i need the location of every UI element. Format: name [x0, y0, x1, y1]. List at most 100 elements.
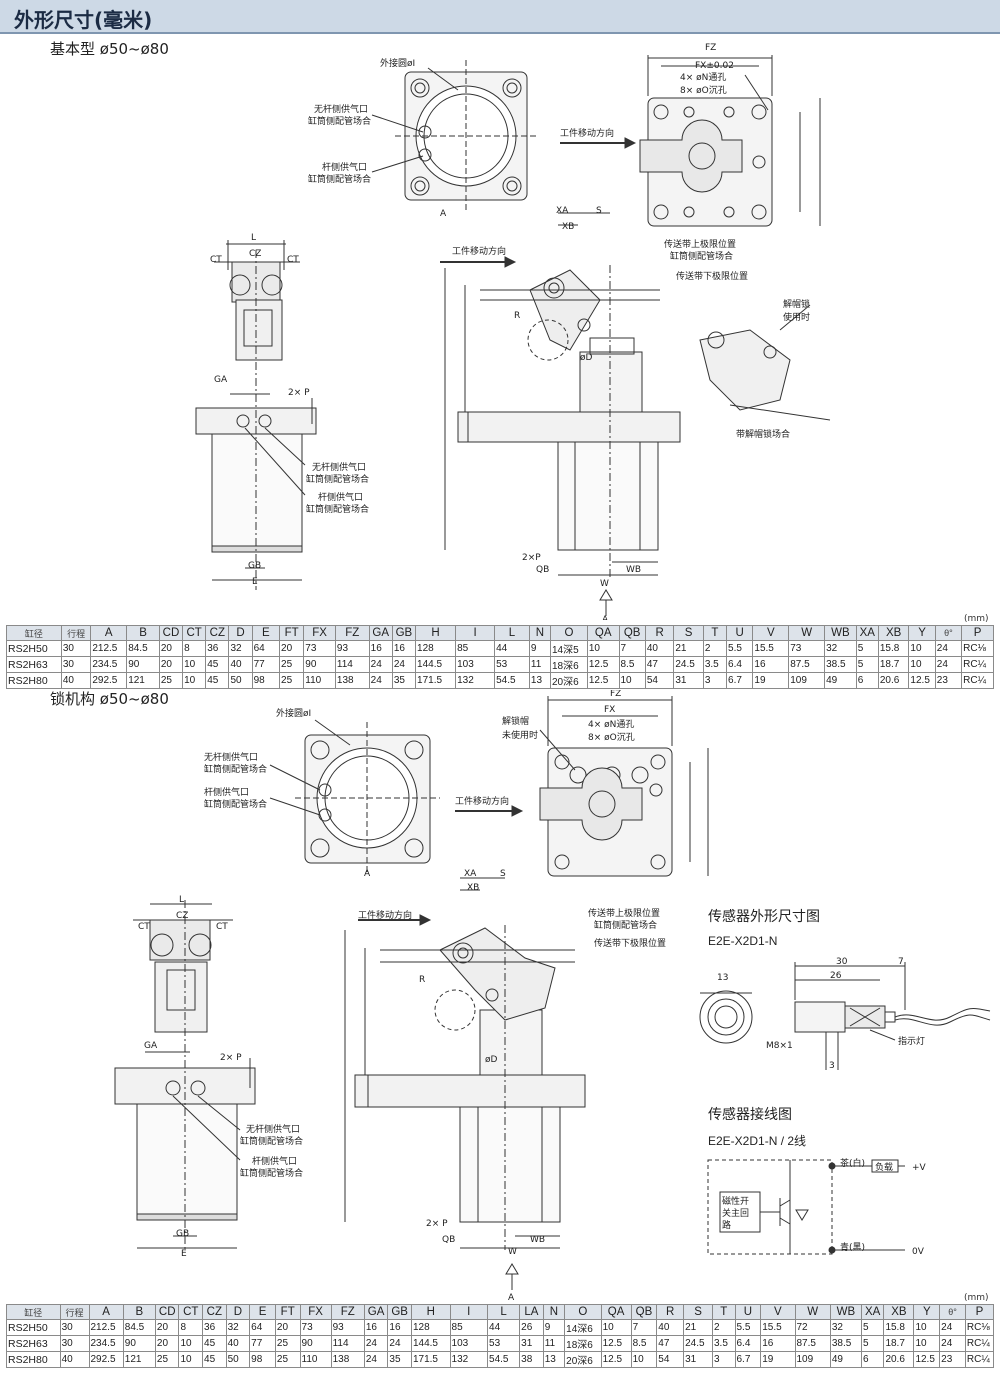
dim2-ga: GA	[144, 1041, 158, 1051]
table-cell: 49	[824, 672, 857, 689]
column-header: R	[644, 625, 675, 641]
column-header: H	[415, 625, 457, 641]
table-cell: 292.5	[88, 1351, 124, 1368]
label2-port-rod-sub-3: 缸筒侧配管场合	[240, 1167, 303, 1179]
label-outer-circle: 外接圆øI	[380, 57, 415, 69]
table-cell: 35	[391, 672, 417, 689]
wiring-brown: 茶(白)	[840, 1157, 865, 1169]
table-cell: 24	[363, 1351, 389, 1368]
label2-not-used: 未使用时	[502, 729, 538, 741]
column-header: 行程	[59, 1304, 90, 1320]
table-cell: 54.5	[494, 672, 530, 689]
label-belt-lower: 传送带下极限位置	[676, 270, 748, 282]
label2-view-a: A	[364, 869, 371, 879]
table-cell: 16	[391, 640, 417, 657]
table-cell: 20	[279, 640, 305, 657]
table-cell: 11	[528, 656, 551, 673]
wiring-blue: 青(黑)	[840, 1241, 865, 1253]
table-cell: 9	[528, 640, 551, 657]
column-header: S	[683, 1304, 713, 1320]
dim2-ct-right: CT	[216, 922, 228, 932]
table-cell: 171.5	[410, 1351, 451, 1368]
model-cell: RS2H63	[6, 656, 62, 673]
column-header: QA	[586, 625, 620, 641]
dim-2xp: 2×P	[522, 553, 541, 563]
column-header: D	[228, 625, 253, 641]
table-cell: 23	[939, 1351, 966, 1368]
table-cell: 6.7	[726, 672, 754, 689]
table-cell: 138	[334, 672, 370, 689]
table-cell: 18深6	[564, 1335, 602, 1352]
table-cell: 38.5	[824, 656, 857, 673]
column-header: W	[794, 1304, 831, 1320]
table-cell: 30	[59, 1335, 90, 1352]
table-cell: 138	[330, 1351, 365, 1368]
table-cell: 24	[939, 1335, 966, 1352]
table-cell: 128	[415, 640, 457, 657]
table-cell: 15.5	[760, 1319, 796, 1336]
table-cell: 90	[303, 656, 336, 673]
table-cell: 20.6	[877, 672, 910, 689]
table-cell: 10	[913, 1335, 941, 1352]
table-cell: 6.4	[726, 656, 754, 673]
table-cell: 5	[860, 1335, 885, 1352]
table-cell: 5.5	[726, 640, 754, 657]
dim2-xa: XA	[464, 869, 477, 879]
label-port-rod-3: 杆侧供气口	[318, 491, 363, 503]
table-cell: RC¼	[961, 672, 994, 689]
dim-qb: QB	[536, 565, 549, 575]
table-cell: 12.5	[586, 672, 620, 689]
table-cell: 84.5	[122, 1319, 156, 1336]
table-cell: 6.4	[734, 1335, 762, 1352]
table-cell: 40	[228, 656, 253, 673]
table-cell: 8	[182, 640, 207, 657]
table-cell: RC¼	[961, 656, 994, 673]
table-cell: 26	[519, 1319, 544, 1336]
table-cell: 47	[644, 656, 675, 673]
table-cell: 14深5	[549, 640, 588, 657]
label-port-rod: 杆侧供气口	[322, 161, 367, 173]
table-cell: 18深6	[549, 656, 588, 673]
table-cell: 212.5	[88, 1319, 124, 1336]
table-cell: 40	[60, 672, 92, 689]
dim2-qb: QB	[442, 1235, 455, 1245]
column-header: GB	[387, 1304, 412, 1320]
table-cell: 234.5	[90, 656, 128, 673]
table-cell: 3.5	[712, 1335, 736, 1352]
sensor-dim-26: 26	[830, 971, 842, 981]
table-cell: 6.7	[734, 1351, 762, 1368]
dim2-e: E	[181, 1249, 187, 1259]
column-header: XA	[860, 1304, 885, 1320]
label-port-rodless-sub-3: 缸筒侧配管场合	[306, 473, 369, 485]
column-header: FX	[299, 1304, 332, 1320]
table-cell: 44	[487, 1319, 521, 1336]
dim-w: W	[600, 579, 609, 589]
column-header: CD	[158, 625, 184, 641]
column-header: N	[542, 1304, 566, 1320]
table-cell: 45	[205, 656, 230, 673]
table-cell: 114	[330, 1335, 365, 1352]
table-cell: 16	[387, 1319, 412, 1336]
column-header: W	[788, 625, 826, 641]
column-header: O	[549, 625, 588, 641]
table-cell: 110	[299, 1351, 332, 1368]
column-header: O	[564, 1304, 602, 1320]
label-unlock-cap: 解帽锁	[783, 298, 810, 310]
wiring-load: 负载	[875, 1161, 893, 1173]
sensor-indicator: 指示灯	[898, 1035, 925, 1047]
column-header: N	[528, 625, 551, 641]
dim-fx: FX±0.02	[695, 61, 734, 71]
table-cell: 73	[299, 1319, 332, 1336]
table-cell: 10	[908, 640, 936, 657]
table-cell: 20深6	[549, 672, 588, 689]
dim2-w: W	[508, 1247, 517, 1257]
table-cell: 31	[673, 672, 704, 689]
wiring-switch-line1: 磁性开	[722, 1195, 749, 1207]
table-cell: 132	[455, 672, 496, 689]
table-cell: 110	[303, 672, 336, 689]
column-header: E	[249, 1304, 276, 1320]
label-port-rodless-3: 无杆侧供气口	[312, 461, 366, 473]
dim-r: R	[514, 311, 520, 321]
column-header: CZ	[205, 625, 230, 641]
